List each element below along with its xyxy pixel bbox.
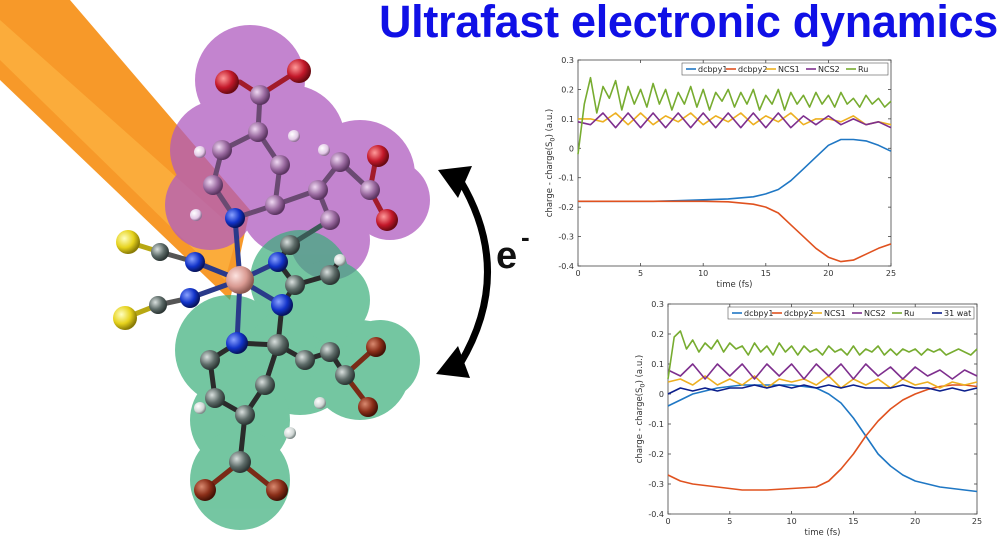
top-ligand-surface [165,25,430,280]
series-line-31-wat [667,384,978,395]
legend-box [727,306,975,320]
series-line-Ru [667,330,978,380]
x-tick-label: 25 [972,517,982,526]
y-tick-label: -0.2 [648,450,664,459]
x-tick-label: 25 [886,269,896,278]
legend-label: dcbpy2 [784,309,813,318]
series-line-dcbpy2 [578,200,892,263]
x-tick-label: 10 [787,517,797,526]
legend-label: dcbpy1 [744,309,773,318]
x-tick-label: 10 [698,269,708,278]
x-tick-label: 20 [823,269,833,278]
plot-area [577,59,892,267]
y-tick-label: 0.3 [651,300,664,309]
legend-label: NCS1 [824,309,846,318]
x-axis-label: time (fs) [805,528,841,536]
y-tick-label: -0.1 [648,420,664,429]
plot-area [667,303,978,515]
legend-label: 31 wat [944,309,971,318]
legend-label: dcbpy2 [738,65,767,74]
y-tick-label: -0.3 [648,480,664,489]
x-tick-label: 5 [638,269,643,278]
y-tick-label: -0.2 [558,203,574,212]
x-tick-label: 0 [575,269,580,278]
x-tick-label: 0 [665,517,670,526]
legend-label: NCS2 [864,309,886,318]
x-tick-label: 15 [761,269,771,278]
series-line-NCS2 [577,112,892,129]
y-tick-label: 0.3 [561,56,574,65]
atoms [113,59,398,501]
series-line-NCS1 [578,112,892,126]
y-axis-label-end: ) (a.u.) [635,355,645,384]
y-tick-label: 0.2 [561,85,574,94]
y-tick-label: -0.4 [648,510,664,519]
y-tick-label: 0 [659,390,664,399]
legend-label: NCS2 [818,65,840,74]
y-tick-label: 0.1 [561,115,574,124]
y-axis-label-main: charge - charge(S [635,388,645,464]
legend-box [681,62,889,76]
y-tick-label: -0.3 [558,233,574,242]
chart-top: 0 5 10 15 20 25 0.3 0.2 0.1 0 -0.1 -0.2 -0.3 -0.4 time… [545,56,896,290]
electron-label-superscript: - [521,222,530,252]
x-tick-label: 5 [727,517,732,526]
y-tick-label: 0.1 [651,360,664,369]
series-line-NCS2 [667,363,978,380]
y-tick-label: 0.2 [651,330,664,339]
y-axis-label-sub: 0 [639,383,647,387]
electron-transfer-arrow [436,166,491,378]
x-tick-label: 20 [910,517,920,526]
legend-label: NCS1 [778,65,800,74]
y-axis-label: charge - charge(S0) (a.u.) [635,355,647,463]
x-tick-label: 15 [848,517,858,526]
series-line-dcbpy1 [667,384,978,493]
y-tick-label: 0 [569,144,574,153]
series-line-NCS1 [667,375,978,389]
legend-label: Ru [904,309,914,318]
y-axis-label-sub: 0 [549,137,557,141]
molecule-illustration: e - [0,0,530,530]
electron-label: e [496,235,517,277]
legend-label: Ru [858,65,868,74]
y-tick-label: -0.4 [558,262,574,271]
series-line-Ru [577,76,892,155]
y-axis-label-main: charge - charge(S [545,142,555,218]
legend-label: dcbpy1 [698,65,727,74]
series-line-dcbpy2 [667,384,978,491]
y-axis-label-end: ) (a.u.) [545,109,555,138]
y-axis-label: charge - charge(S0) (a.u.) [545,109,557,217]
page-title: Ultrafast electronic dynamics [378,0,998,47]
x-axis-label: time (fs) [717,280,753,290]
y-tick-label: -0.1 [558,174,574,183]
chart-bottom: 0 5 10 15 20 25 0.3 0.2 0.1 0 -0.1 -0.2 -0.3 -0.4 time… [635,300,982,536]
